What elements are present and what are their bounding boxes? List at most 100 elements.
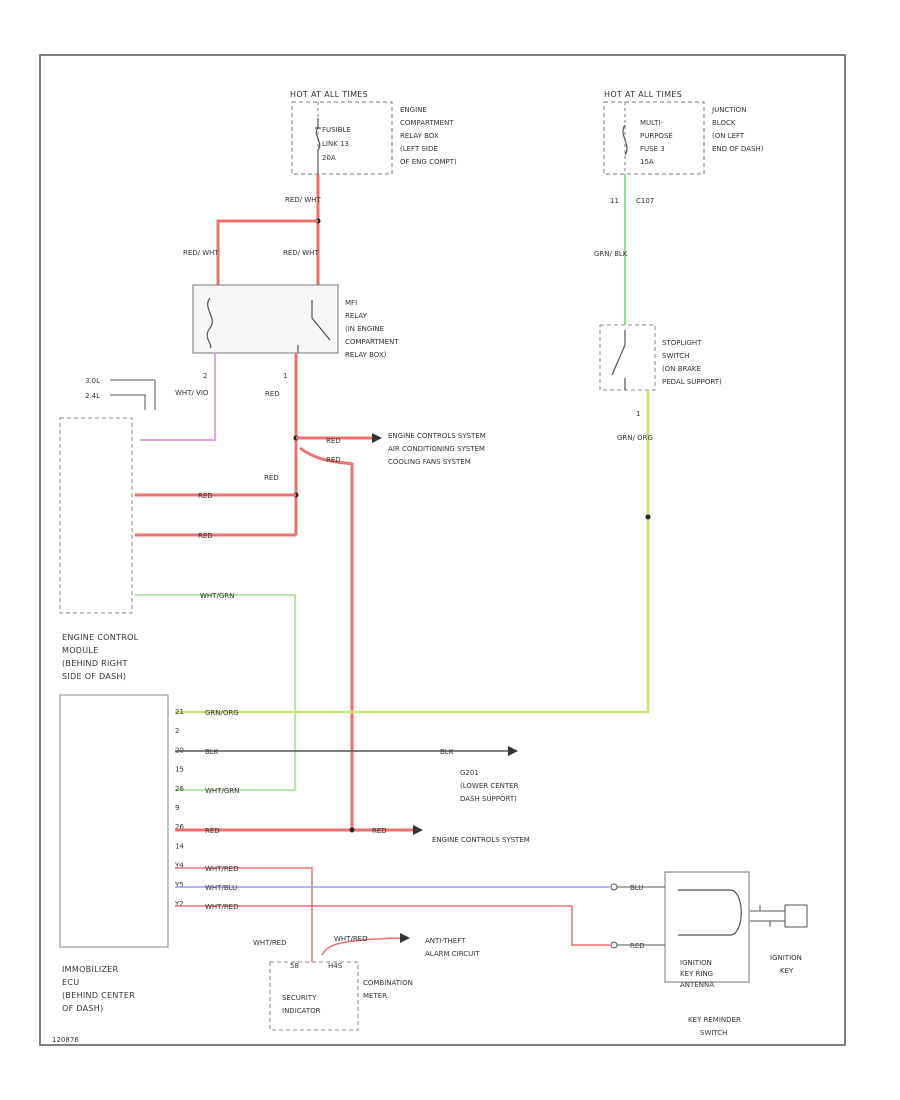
junction-block-label: JUNCTION BLOCK (ON LEFT END OF DASH) (711, 106, 764, 153)
svg-text:COOLING FANS SYSTEM: COOLING FANS SYSTEM (388, 458, 471, 466)
svg-text:KEY REMINDER: KEY REMINDER (688, 1016, 741, 1024)
svg-text:STOPLIGHT: STOPLIGHT (662, 339, 702, 347)
svg-text:RELAY: RELAY (345, 312, 368, 320)
engine-systems-label: ENGINE CONTROLS SYSTEM AIR CONDITIONING … (388, 432, 486, 466)
ground-g201-label: G201 (LOWER CENTER DASH SUPPORT) (460, 769, 519, 803)
label-red-6: RED (198, 532, 213, 540)
label-grn-org: GRN/ ORG (617, 434, 653, 442)
svg-text:ENGINE: ENGINE (400, 106, 427, 114)
pin-2: 2 (203, 372, 207, 380)
immobilizer-pin-label: 26 (175, 785, 184, 793)
meter-pin-h4s: H4S (328, 962, 343, 970)
wire-red-wht-branch (216, 219, 318, 285)
svg-text:RELAY BOX: RELAY BOX (400, 132, 439, 140)
relay-coil-icon (206, 297, 213, 349)
junction-block-outline (603, 101, 705, 175)
engine-control-module-box (59, 417, 133, 614)
svg-text:IGNITION: IGNITION (770, 954, 802, 962)
svg-text:G201: G201 (460, 769, 479, 777)
immobilizer-label: IMMOBILIZER ECU (BEHIND CENTER OF DASH) (62, 965, 135, 1013)
wire-wht-red-key (175, 905, 610, 946)
ignition-key-label: IGNITION KEY (770, 954, 802, 975)
svg-text:(LOWER CENTER: (LOWER CENTER (460, 782, 519, 790)
fusible-link-label: FUSIBLE LINK 13 20A (322, 126, 351, 162)
hot-label-right: HOT AT ALL TIMES (604, 90, 682, 99)
svg-text:RELAY BOX): RELAY BOX) (345, 351, 387, 359)
label-red-9: RED (630, 942, 645, 950)
svg-text:INDICATOR: INDICATOR (282, 1007, 321, 1015)
svg-text:SWITCH: SWITCH (662, 352, 689, 360)
security-indicator-label: SECURITY INDICATOR (282, 994, 321, 1015)
label-red-7: RED (205, 827, 220, 835)
key-reminder-switch-box (664, 871, 750, 983)
pin-1: 1 (283, 372, 287, 380)
wire-wht-grn (135, 594, 296, 791)
svg-text:ANTI-THEFT: ANTI-THEFT (425, 937, 466, 945)
wire-wht-vio (140, 353, 216, 441)
label-red-wht-3: RED/ WHT (283, 249, 319, 257)
stoplight-switch-label: STOPLIGHT SWITCH (ON BRAKE PEDAL SUPPORT… (662, 339, 722, 386)
label-wht-red-2: WHT/RED (253, 939, 287, 947)
wire-wht-red-meter (175, 867, 313, 962)
svg-text:(IN ENGINE: (IN ENGINE (345, 325, 384, 333)
svg-text:ECU: ECU (62, 978, 79, 987)
label-red-4: RED (264, 474, 279, 482)
svg-text:MFI: MFI (345, 299, 357, 307)
anti-theft-label: ANTI-THEFT ALARM CIRCUIT (425, 937, 480, 958)
diagram-code: 120876 (52, 1036, 79, 1044)
wire-red-to-immobilizer (299, 446, 354, 832)
relay-switch-icon (297, 300, 331, 353)
immobilizer-pin-label: 2 (175, 727, 179, 735)
svg-text:FUSIBLE: FUSIBLE (322, 126, 351, 134)
svg-text:ENGINE CONTROLS SYSTEM: ENGINE CONTROLS SYSTEM (388, 432, 486, 440)
svg-text:LINK 13: LINK 13 (322, 140, 349, 148)
label-wht-red-1: WHT/RED (205, 865, 239, 873)
svg-text:IGNITION: IGNITION (680, 959, 712, 967)
svg-text:SECURITY: SECURITY (282, 994, 317, 1002)
svg-text:2.4L: 2.4L (85, 392, 100, 400)
svg-text:ANTENNA: ANTENNA (680, 981, 714, 989)
ecm-label: ENGINE CONTROL MODULE (BEHIND RIGHT SIDE… (62, 633, 139, 681)
svg-text:ALARM CIRCUIT: ALARM CIRCUIT (425, 950, 480, 958)
ignition-key-ring-label: IGNITION KEY RING ANTENNA (680, 959, 714, 989)
svg-text:15A: 15A (640, 158, 654, 166)
mfi-relay-box (192, 284, 339, 354)
engine-relay-box-label: ENGINE COMPARTMENT RELAY BOX (LEFT SIDE … (400, 106, 457, 166)
svg-text:DASH SUPPORT): DASH SUPPORT) (460, 795, 517, 803)
svg-text:OF ENG COMPT): OF ENG COMPT) (400, 158, 457, 166)
fusible-link-symbol (315, 118, 321, 174)
svg-text:JUNCTION: JUNCTION (711, 106, 746, 114)
svg-text:MULTI-: MULTI- (640, 119, 663, 127)
label-wht-red-3: WHT/RED (334, 935, 368, 943)
connector-c107: C107 (636, 197, 654, 205)
fuse-icon (622, 124, 628, 156)
svg-text:(BEHIND RIGHT: (BEHIND RIGHT (62, 659, 128, 668)
svg-text:COMBINATION: COMBINATION (363, 979, 413, 987)
immobilizer-pin-label: 21 (175, 708, 184, 716)
combination-meter-box (269, 961, 359, 1031)
svg-text:COMPARTMENT: COMPARTMENT (400, 119, 454, 127)
stoplight-switch-icon (611, 330, 626, 390)
label-red-wht-1: RED/ WHT (285, 196, 321, 204)
svg-text:END OF DASH): END OF DASH) (712, 145, 764, 153)
svg-text:PURPOSE: PURPOSE (640, 132, 673, 140)
immobilizer-pin-label: 15 (175, 766, 184, 774)
immobilizer-pin-label: Y2 (174, 900, 184, 908)
antenna-icon (678, 889, 742, 936)
label-red-3: RED (326, 456, 341, 464)
engine-variant-labels: 3.0L 2.4L (85, 377, 100, 400)
immobilizer-pin-label: 26 (175, 823, 184, 831)
label-grn-org-h: GRN/ORG (205, 709, 239, 717)
svg-text:(BEHIND CENTER: (BEHIND CENTER (62, 991, 135, 1000)
multi-fuse-label: MULTI- PURPOSE FUSE 3 15A (640, 119, 673, 166)
immobilizer-pin-label: 9 (175, 804, 179, 812)
svg-text:MODULE: MODULE (62, 646, 99, 655)
svg-text:KEY RING: KEY RING (680, 970, 713, 978)
label-wht-red-4: WHT/RED (205, 903, 239, 911)
mfi-relay-label: MFI RELAY (IN ENGINE COMPARTMENT RELAY B… (345, 299, 399, 359)
svg-text:3.0L: 3.0L (85, 377, 100, 385)
svg-text:OF DASH): OF DASH) (62, 1004, 104, 1013)
svg-text:(LEFT SIDE: (LEFT SIDE (400, 145, 438, 153)
svg-text:ENGINE CONTROL: ENGINE CONTROL (62, 633, 139, 642)
